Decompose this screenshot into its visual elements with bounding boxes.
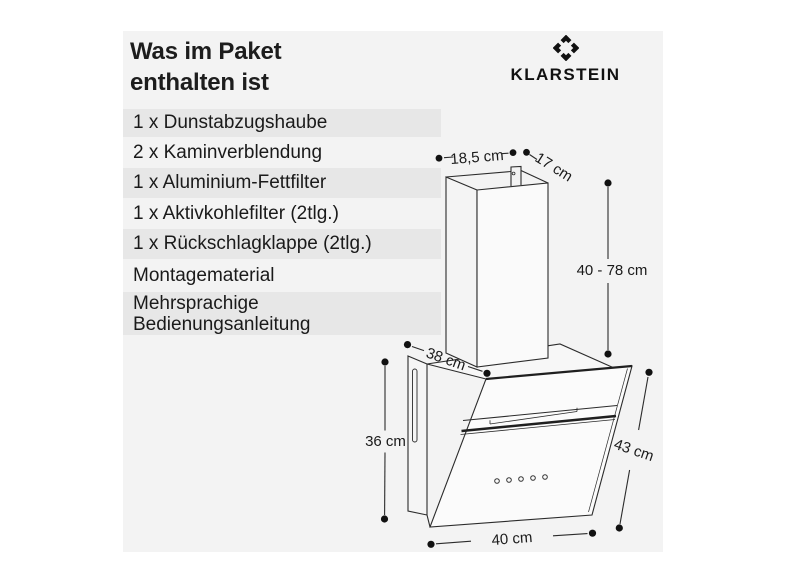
package-list: 1 x Dunstabzugshaube 2 x Kaminverblendun… (123, 109, 441, 335)
page-title: Was im Paket enthalten ist (130, 36, 282, 98)
package-item: 1 x Aktivkohlefilter (2tlg.) (123, 198, 441, 229)
package-item-label: Montagematerial (133, 264, 275, 286)
package-item: 1 x Dunstabzugshaube (123, 109, 441, 137)
package-item-label: 1 x Dunstabzugshaube (133, 112, 328, 133)
chimney-left-face (445, 176, 478, 368)
brand-wordmark: KLARSTEIN (510, 65, 621, 84)
hood-side-bottom-edge (426, 514, 431, 528)
klarstein-diamond-icon (552, 35, 579, 61)
package-item: 1 x Aluminium-Fettfilter (123, 168, 441, 198)
content-panel: Was im Paket enthalten ist KLARSTEIN 1 x… (123, 31, 663, 552)
dimension-body-width: 40 cm (427, 529, 597, 549)
package-item-label: 1 x Aktivkohlefilter (2tlg.) (133, 202, 339, 224)
package-item-label: 1 x Rückschlagklappe (2tlg.) (133, 233, 372, 254)
dimension-diagram: 18,5 cm 17 cm 40 - 78 cm (365, 147, 656, 549)
dimension-label: 43 cm (612, 436, 656, 465)
back-panel-slot (412, 368, 418, 443)
chimney-front-face (476, 182, 549, 368)
dimension-back-height: 36 cm (365, 358, 406, 523)
dimension-label: 36 cm (365, 433, 406, 450)
dimension-chimney-depth: 17 cm (523, 148, 576, 185)
package-item-label: 2 x Kaminverblendung (133, 141, 323, 163)
chimney (445, 165, 549, 368)
vent-strip (460, 404, 618, 435)
control-button (506, 477, 512, 483)
glass-right-inner-edge (588, 368, 628, 513)
page-title-line1: Was im Paket (130, 38, 282, 65)
control-button (518, 476, 524, 482)
dimension-chimney-height: 40 - 78 cm (577, 179, 648, 358)
package-item-label: Mehrsprachige Bedienungsanleitung (133, 292, 311, 335)
brand-logo: KLARSTEIN (508, 35, 623, 85)
glass-top-edge (485, 364, 633, 381)
control-button (530, 475, 536, 481)
package-item: Montagematerial (123, 259, 441, 292)
package-item-label: 1 x Aluminium-Fettfilter (133, 172, 327, 193)
cooker-hood-drawing (407, 165, 633, 528)
chimney-opening-right-edge (520, 170, 549, 184)
package-item: 2 x Kaminverblendung (123, 137, 441, 168)
hood-back-panel (407, 355, 428, 516)
control-button (542, 474, 548, 480)
dimension-label: 18,5 cm (450, 147, 505, 168)
dimension-label: 40 - 78 cm (577, 262, 648, 279)
package-item: Mehrsprachige Bedienungsanleitung (123, 292, 441, 335)
control-button (494, 478, 500, 484)
package-item: 1 x Rückschlagklappe (2tlg.) (123, 229, 441, 259)
dimension-label: 40 cm (491, 529, 533, 549)
control-buttons (494, 474, 548, 484)
dimension-label: 17 cm (532, 149, 576, 185)
page-title-line2: enthalten ist (130, 69, 269, 96)
dimension-chimney-width: 18,5 cm (435, 147, 517, 168)
duct-screw-hole (511, 171, 516, 176)
chimney-opening-back-edge (445, 170, 512, 178)
glass-front-panel (429, 365, 633, 528)
inner-duct-tab (510, 165, 522, 186)
